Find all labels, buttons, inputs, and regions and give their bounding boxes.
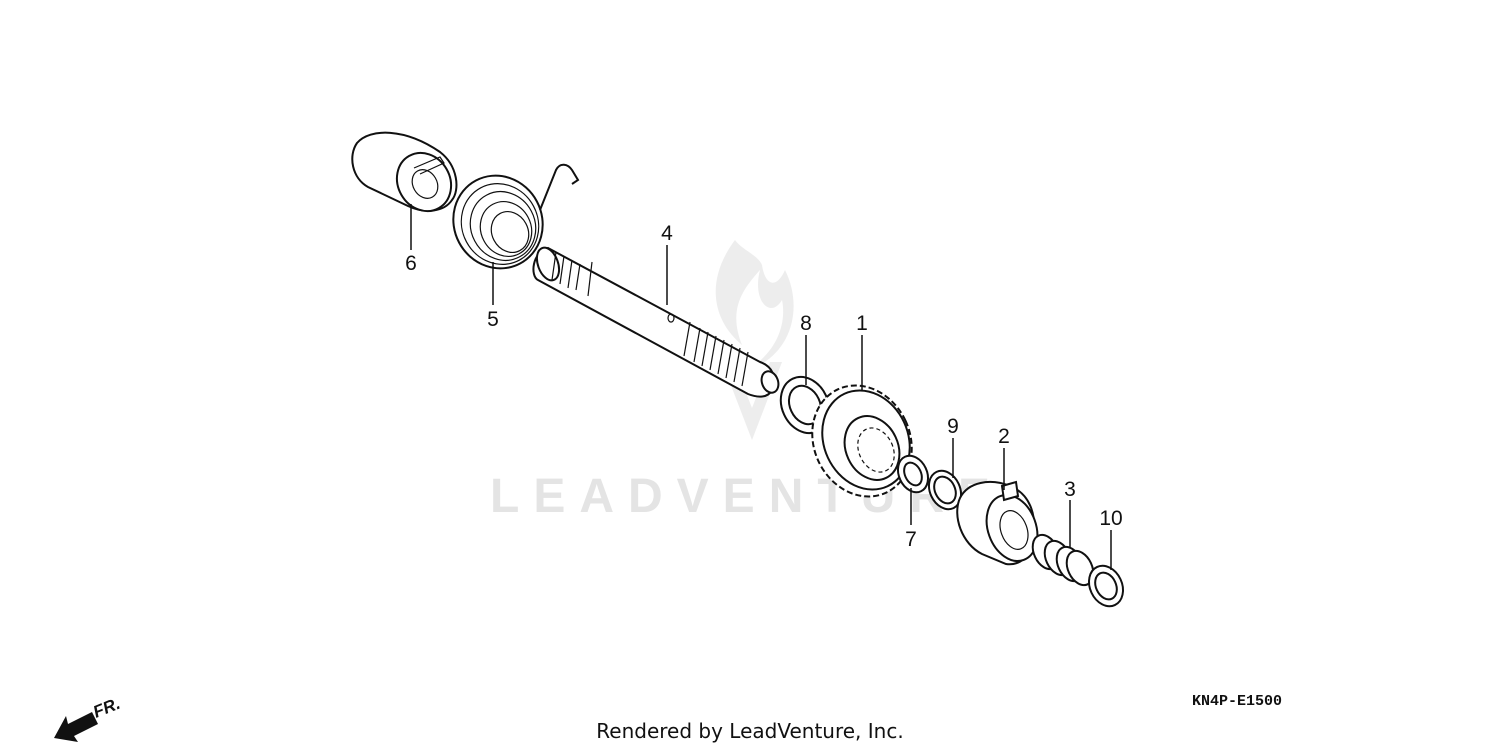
callout-2[interactable]: 2: [998, 425, 1010, 448]
part-4-spindle[interactable]: [532, 245, 781, 398]
callout-1[interactable]: 1: [856, 312, 868, 335]
part-8-washer[interactable]: [772, 369, 838, 441]
part-9-circlip[interactable]: [923, 466, 967, 515]
part-1-gear[interactable]: [794, 369, 929, 513]
credit-line: Rendered by LeadVenture, Inc.: [596, 719, 903, 743]
front-direction-indicator: FR.: [54, 694, 123, 742]
leader-lines: [410, 204, 1112, 570]
part-7-washer[interactable]: [892, 451, 933, 497]
callout-7[interactable]: 7: [905, 528, 917, 551]
part-6-bushing[interactable]: [351, 131, 461, 221]
diagram-code: KN4P-E1500: [1192, 693, 1282, 710]
part-10-circlip[interactable]: [1083, 560, 1130, 612]
callout-10[interactable]: 10: [1099, 507, 1122, 530]
front-arrow-icon: [54, 712, 98, 742]
part-3-spring[interactable]: [1028, 531, 1099, 590]
direction-label: FR.: [90, 694, 123, 722]
part-5-kick-spring[interactable]: [437, 160, 580, 284]
callout-9[interactable]: 9: [947, 415, 959, 438]
callout-6[interactable]: 6: [405, 252, 417, 275]
callout-3[interactable]: 3: [1064, 478, 1076, 501]
callouts: 6 5 4 8 1 7 9 2 3 10: [405, 222, 1123, 551]
part-2-ratchet[interactable]: [956, 480, 1046, 568]
callout-5[interactable]: 5: [487, 308, 499, 331]
callout-8[interactable]: 8: [800, 312, 812, 335]
callout-4[interactable]: 4: [661, 222, 673, 245]
